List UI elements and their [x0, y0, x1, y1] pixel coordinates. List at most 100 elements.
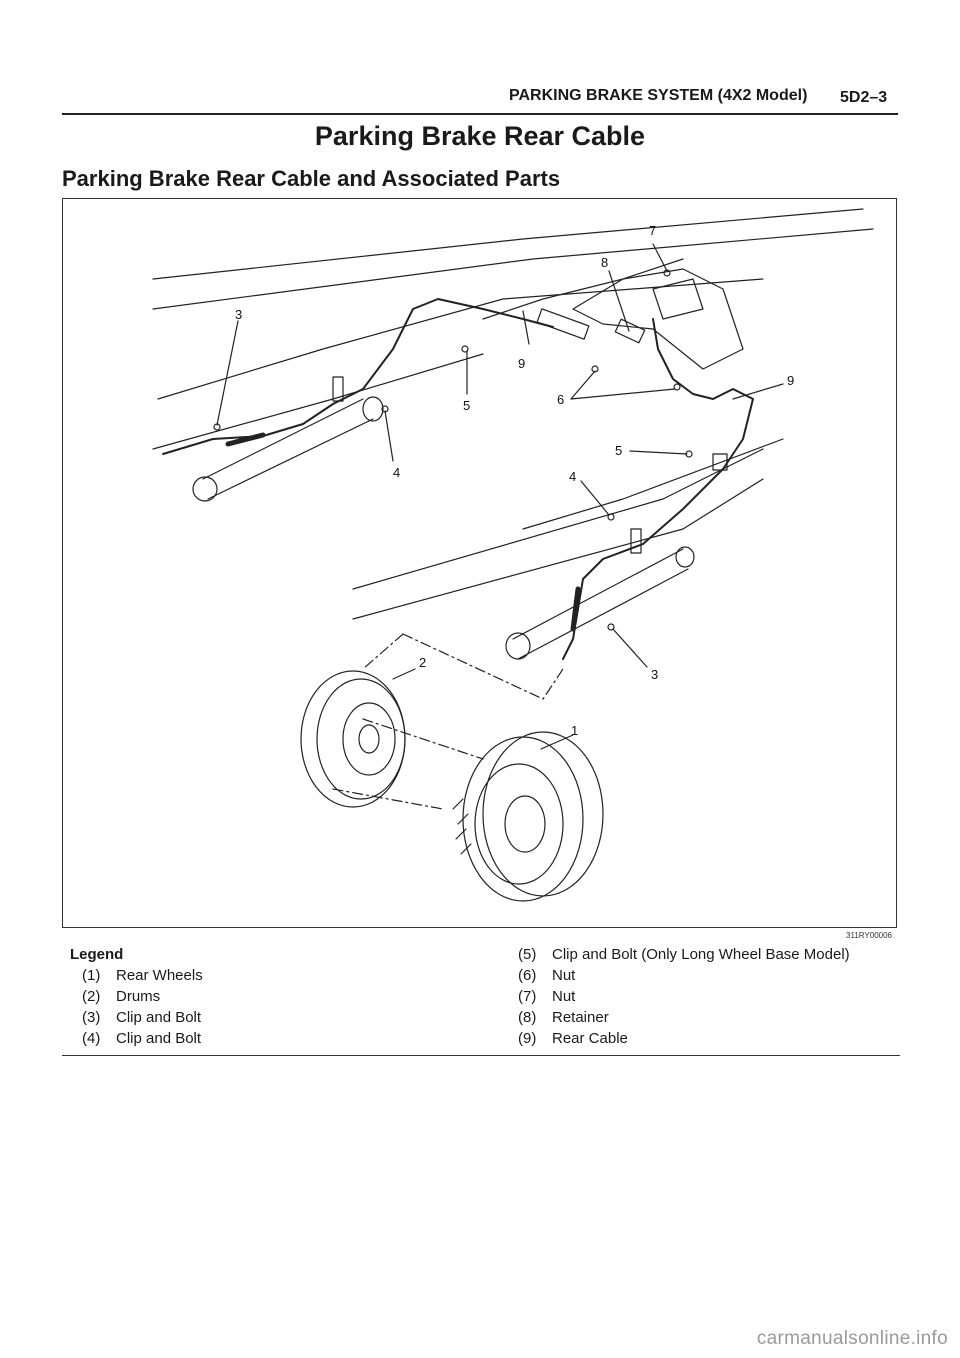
leader-line	[392, 668, 416, 680]
rear-wheel-tire	[482, 731, 604, 897]
legend-text: Clip and Bolt	[116, 1009, 202, 1026]
callout-label: 3	[651, 667, 658, 682]
legend-text: Clip and Bolt	[116, 1030, 202, 1047]
cross-member	[207, 418, 374, 500]
cable-bracket	[712, 453, 728, 471]
legend-bottom-rule	[62, 1055, 900, 1056]
page-title: Parking Brake Rear Cable	[314, 121, 646, 151]
legend-item: (7) Nut	[518, 988, 575, 1005]
legend-text: Nut	[552, 967, 576, 984]
callout-label: 5	[615, 443, 622, 458]
callout-label: 4	[569, 469, 576, 484]
guide-line	[332, 718, 484, 810]
frame-rail-line	[152, 208, 864, 280]
leader-line	[570, 370, 676, 400]
leader-line	[580, 480, 610, 516]
legend-text: Nut	[552, 988, 576, 1005]
legend-item: (3) Clip and Bolt	[82, 1009, 201, 1026]
brake-drum	[316, 678, 406, 800]
callout-label: 6	[557, 392, 564, 407]
section-header: PARKING BRAKE SYSTEM (4X2 Model)	[509, 87, 808, 104]
frame-rail-line	[352, 448, 764, 590]
watermark-footer: carmanualsonline.info	[756, 1328, 948, 1349]
callout-label: 9	[787, 373, 794, 388]
leader-line	[384, 410, 394, 462]
rear-wheel-rim	[474, 763, 564, 885]
legend-item: (8)Retainer	[518, 1009, 609, 1026]
cable-bracket	[630, 528, 642, 554]
cross-member	[202, 398, 364, 480]
legend-number: (3)	[82, 1009, 101, 1026]
legend-item: (1) Rear Wheels	[82, 967, 203, 984]
cable-sheath	[570, 586, 581, 632]
callout-label: 5	[463, 398, 470, 413]
legend-number: (1)	[82, 967, 101, 984]
leader-line	[732, 383, 784, 400]
legend-number: (2)	[82, 988, 101, 1005]
axle-end	[192, 476, 218, 502]
figure-code: 311RY00006	[846, 931, 892, 940]
cable-sheath	[225, 432, 266, 447]
legend-text: Drums	[116, 988, 161, 1005]
callout-label: 1	[571, 723, 578, 738]
legend-text: Clip and Bolt (Only Long Wheel Base Mode…	[552, 946, 850, 963]
legend-item: (6) Nut	[518, 967, 575, 984]
callout-label: 3	[235, 307, 242, 322]
axle-end	[362, 396, 384, 422]
callout-label: 4	[393, 465, 400, 480]
callout-label: 8	[601, 255, 608, 270]
frame-rail-line	[152, 353, 484, 450]
legend-number: (9)	[518, 1030, 537, 1047]
axle-end	[505, 632, 531, 660]
equalizer-bracket	[572, 268, 744, 370]
callout-label: 2	[419, 655, 426, 670]
rear-cable	[562, 318, 754, 660]
page-number: 5D2–3	[840, 89, 888, 106]
legend-item: (9)Rear Cable	[518, 1030, 628, 1047]
cross-member	[512, 548, 684, 640]
legend-title: Legend	[70, 946, 124, 963]
cross-member	[517, 568, 689, 660]
retainer	[614, 318, 646, 344]
legend-item: (2) Drums	[82, 988, 160, 1005]
section-subtitle: Parking Brake Rear Cable and Associated …	[62, 166, 561, 191]
nut	[673, 383, 681, 391]
illustration-drawing: 7 8 3 9 5 6 9 4 5 4 2 3 1	[152, 208, 874, 902]
legend-item: (4) Clip and Bolt	[82, 1030, 201, 1047]
frame-rail-line	[152, 228, 874, 310]
brake-drum-hub	[358, 724, 380, 754]
axle-end	[675, 546, 695, 568]
leader-line	[652, 243, 668, 272]
callout-label: 9	[518, 356, 525, 371]
nut	[591, 365, 599, 373]
frame-rail-line	[157, 278, 764, 400]
legend-number: (5)	[518, 946, 537, 963]
leader-line	[608, 270, 630, 332]
frame-rail-line	[482, 258, 684, 320]
parts-illustration: 7 8 3 9 5 6 9 4 5 4 2 3 1 311RY00006	[62, 198, 897, 940]
legend-number: (8)	[518, 1009, 537, 1026]
leader-line	[612, 628, 648, 668]
bolt	[607, 513, 615, 521]
callout-label: 7	[649, 223, 656, 238]
legend-number: (4)	[82, 1030, 101, 1047]
cable-bracket	[332, 376, 344, 402]
brake-drum-hub	[342, 702, 396, 776]
leader-line	[216, 320, 239, 426]
rear-wheel-tire	[462, 736, 584, 902]
leader-line	[629, 450, 688, 455]
frame-rail-line	[352, 478, 764, 620]
equalizer-bracket	[652, 278, 704, 320]
legend-number: (6)	[518, 967, 537, 984]
rear-cable	[162, 298, 554, 455]
rear-wheel-hub	[504, 795, 546, 853]
tire-tread	[452, 798, 472, 855]
header-rule	[62, 113, 898, 115]
leader-line	[540, 734, 574, 750]
bolt	[607, 623, 615, 631]
legend-item: (5) Clip and Bolt (Only Long Wheel Base M…	[518, 946, 850, 963]
guide-line	[362, 633, 564, 700]
legend-number: (7)	[518, 988, 537, 1005]
leader-line	[522, 310, 530, 345]
legend-text: Rear Wheels	[116, 967, 203, 984]
